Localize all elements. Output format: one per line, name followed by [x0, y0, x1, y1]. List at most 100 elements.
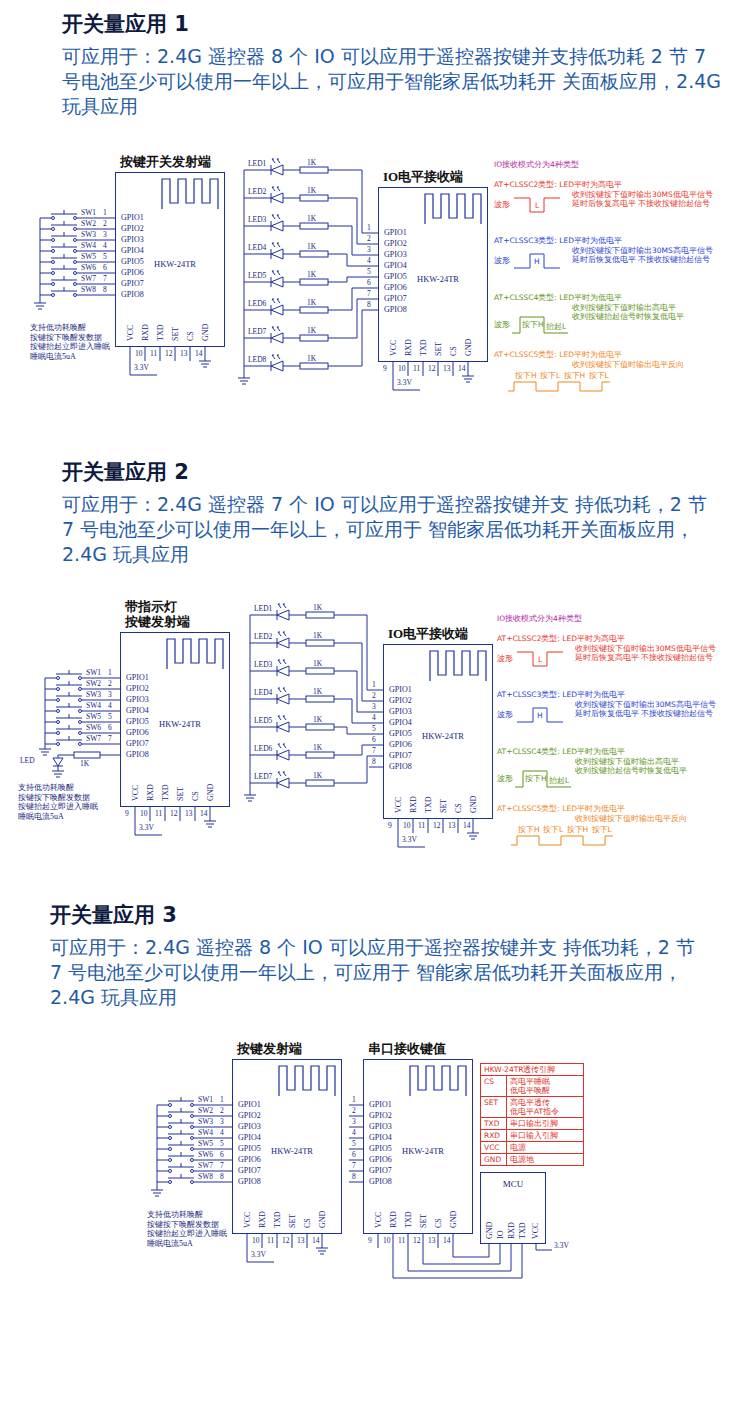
table-header: HKW-24TR透传引脚 [481, 1064, 583, 1076]
pin-wire [175, 347, 176, 361]
resistor-symbol [300, 195, 328, 201]
pin-number: 14 [458, 365, 466, 373]
switch-contact [52, 239, 55, 242]
resistor-symbol [306, 752, 334, 758]
pin-number: 2 [103, 220, 107, 228]
led-symbol [272, 271, 275, 275]
pin-number: 12 [413, 1237, 421, 1245]
wire [40, 262, 52, 263]
pin-name: RXD [146, 784, 156, 801]
pin-name: GND [449, 1211, 459, 1228]
resistor-symbol [300, 363, 328, 369]
switch-contact [79, 743, 82, 746]
description: 可应用于：2.4G 遥控器 8 个 IO 可以应用于遥控器按键并支持低功耗 2 … [62, 44, 722, 119]
led-symbol [283, 688, 286, 692]
switch-contact [52, 283, 55, 286]
led-symbol [277, 159, 279, 160]
led-symbol [277, 355, 279, 356]
ground-symbol [320, 1254, 324, 1255]
pin-number: 10 [140, 810, 148, 818]
pin-number: 1 [103, 209, 107, 217]
led-label: LED1 [254, 605, 272, 613]
led-symbol [277, 610, 289, 620]
module-name: HKW-24TR [422, 731, 464, 741]
wire [283, 338, 300, 339]
waveform-caption: 波形 [497, 774, 513, 783]
ground-symbol [153, 1193, 161, 1194]
wire [289, 699, 306, 700]
waveform-label: 按下H 按下L 按下H 按下L [518, 825, 612, 834]
level-mark: H [537, 711, 543, 720]
led-symbol [283, 632, 285, 633]
wire [328, 198, 378, 244]
wire [334, 615, 383, 690]
wire [40, 295, 52, 296]
section-heading: 开关量应用 3 [50, 903, 177, 927]
led-symbol [271, 193, 283, 203]
led-symbol [278, 604, 281, 608]
mode-description: 收到按键按下值时输出高电平 收到按键抬起信号时恢复低电平 [575, 757, 735, 775]
led-symbol [277, 215, 280, 219]
switch-contact [169, 1148, 172, 1151]
led-symbol [271, 277, 283, 287]
switch-symbol [181, 1119, 182, 1123]
pin-number: 7 [108, 735, 112, 743]
pin-name: GND [206, 784, 216, 801]
ground-symbol [201, 364, 209, 365]
wire [244, 366, 271, 367]
pin-wire [150, 807, 151, 821]
module-name: HKW-24TR [271, 1146, 313, 1156]
led-symbol [278, 744, 280, 745]
switch-contact [74, 283, 77, 286]
led-symbol [277, 187, 279, 188]
wire [82, 711, 121, 712]
ground-symbol [469, 836, 477, 837]
pin-name: GND [318, 1211, 328, 1228]
switch-contact [191, 1159, 194, 1162]
mode-description: 收到按键按下值时输出30MS低电平信号 延时后恢复高电平 不接收按键抬起信号 [572, 190, 732, 208]
switch-contact [169, 1104, 172, 1107]
pin-number: 5 [372, 725, 376, 733]
wire [40, 218, 52, 219]
wire [328, 170, 378, 233]
led-symbol [283, 604, 286, 608]
mode-description: 收到按键按下值时输出30MS低电平信号 延时后恢复高电平 不接收按键抬起信号 [575, 644, 735, 662]
ground-bus [244, 170, 245, 378]
wire [250, 643, 277, 644]
pin-name: GPIO5 [389, 729, 412, 739]
pin-wire [453, 362, 454, 376]
pin-wire [428, 819, 429, 833]
led-symbol [283, 772, 286, 776]
led-symbol [277, 610, 278, 620]
note-text: 支持低功耗唤醒 按键按下唤醒发数据 按键抬起立即进入睡眠 睡眠电流5uA [147, 1210, 229, 1248]
led-symbol [272, 299, 275, 303]
pin-name: GPIO7 [121, 279, 144, 289]
switch-contact [74, 261, 77, 264]
ground-symbol [155, 1196, 159, 1197]
pin-name: GPIO2 [126, 684, 149, 694]
switch-contact [169, 1170, 172, 1173]
pin-name: GPIO3 [389, 707, 412, 717]
led-symbol [278, 632, 280, 633]
wire [157, 1160, 169, 1161]
waveform [508, 382, 610, 391]
switch-label: SW1 [81, 209, 96, 217]
wire [157, 1105, 169, 1106]
ground-symbol [39, 749, 51, 750]
wire [157, 1116, 169, 1117]
led-symbol [283, 716, 286, 720]
pin-name: RXD [507, 1222, 517, 1239]
module-name: HKW-24TR [154, 259, 196, 269]
ground-symbol [316, 1248, 328, 1249]
pin-number: 4 [367, 257, 371, 265]
wire [244, 170, 271, 171]
wire [244, 226, 271, 227]
ground-symbol [240, 381, 248, 382]
pin-name: GPIO8 [121, 290, 144, 300]
pin-number: 1 [108, 669, 112, 677]
wire [45, 678, 57, 679]
pin-number: 7 [220, 1162, 224, 1170]
led-symbol [283, 604, 285, 605]
switch-contact [79, 699, 82, 702]
led-label: LED5 [248, 272, 266, 280]
